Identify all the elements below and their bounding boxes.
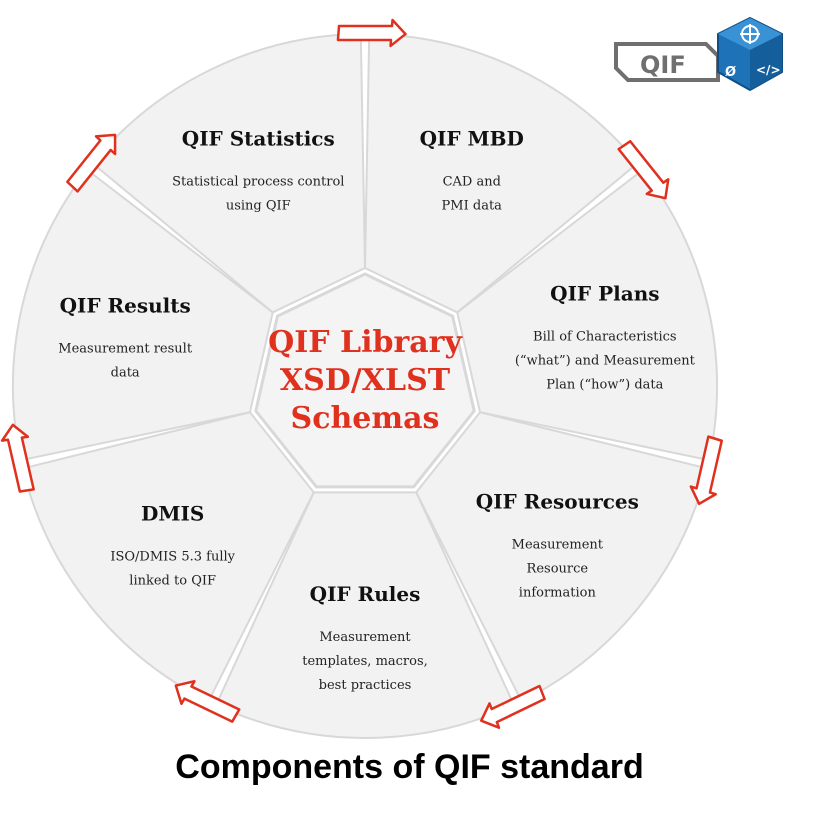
cycle-arrow-icon bbox=[689, 435, 723, 506]
segment-description-line: Resource bbox=[527, 561, 589, 576]
cube-icon: Ø </> bbox=[717, 16, 783, 92]
segment-description-line: ISO/DMIS 5.3 fully bbox=[110, 549, 235, 564]
segment-description-line: best practices bbox=[319, 678, 412, 693]
segment-description-line: Bill of Characteristics bbox=[533, 329, 677, 344]
diagram-caption: Components of QIF standard bbox=[175, 748, 644, 786]
segment-label-4: DMIS ISO/DMIS 5.3 fully linked to QIF bbox=[110, 501, 235, 588]
segment-title: QIF Results bbox=[60, 293, 191, 317]
center-title-line: XSD/XLST bbox=[280, 363, 451, 398]
cycle-arrow-icon bbox=[66, 133, 117, 193]
segment-description-line: Statistical process control bbox=[172, 174, 344, 189]
logo-text: QIF bbox=[640, 51, 686, 79]
segment-description-line: CAD and bbox=[443, 174, 501, 189]
center-title-line: QIF Library bbox=[268, 325, 463, 360]
segment-description-line: templates, macros, bbox=[302, 654, 428, 669]
segment-description-line: data bbox=[111, 365, 140, 380]
cycle-arrow-icon bbox=[479, 684, 546, 729]
segment-description-line: (“what”) and Measurement bbox=[515, 353, 696, 368]
cycle-arrow-icon bbox=[174, 680, 241, 723]
segment-description-line: linked to QIF bbox=[129, 573, 216, 588]
segment-description-line: Measurement bbox=[512, 537, 604, 552]
segment-description-line: Measurement result bbox=[58, 341, 193, 356]
svg-text:Ø: Ø bbox=[725, 65, 736, 80]
svg-text:</>: </> bbox=[756, 63, 781, 77]
segment-title: QIF Plans bbox=[550, 281, 659, 305]
segment-description-line: Measurement bbox=[319, 630, 411, 645]
center-title-line: Schemas bbox=[291, 401, 440, 436]
segment-title: QIF Resources bbox=[476, 489, 639, 513]
segment-description-line: Plan (“how”) data bbox=[546, 377, 663, 392]
cycle-arrow-icon bbox=[617, 139, 670, 200]
segment-title: QIF Rules bbox=[310, 582, 421, 606]
segment-title: QIF Statistics bbox=[182, 126, 335, 150]
segment-description-line: PMI data bbox=[442, 198, 503, 213]
cycle-arrow-icon bbox=[0, 423, 35, 493]
segment-title: QIF MBD bbox=[420, 126, 524, 150]
segment-description-line: information bbox=[519, 585, 597, 600]
segment-title: DMIS bbox=[141, 501, 204, 525]
cycle-arrow-icon bbox=[336, 18, 407, 48]
qif-logo: QIF Ø </> bbox=[614, 16, 783, 92]
center-hub bbox=[254, 272, 476, 489]
segment-description-line: using QIF bbox=[226, 198, 291, 213]
